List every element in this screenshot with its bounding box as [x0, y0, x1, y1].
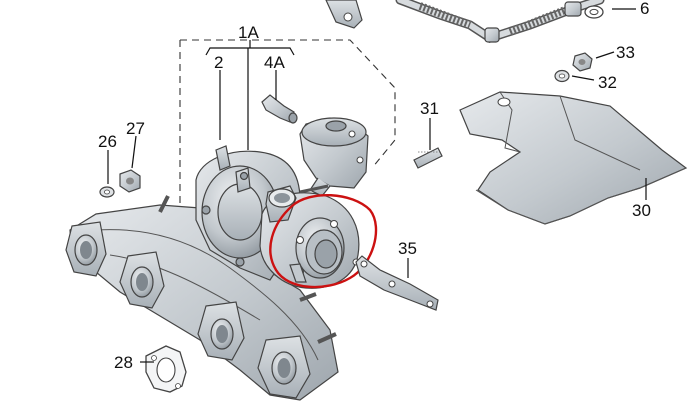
stud-31: [413, 147, 443, 169]
callout-4a: 4A: [264, 53, 285, 72]
oil-supply-pipe: [395, 0, 605, 43]
connector-4a: [261, 94, 298, 124]
washer-26: [99, 186, 115, 198]
callout-1a: 1A: [238, 23, 259, 42]
leader-lines: [107, 8, 647, 363]
manifold-flange-2: [119, 251, 165, 309]
heat-shield-30: [459, 91, 688, 225]
callout-27: 27: [126, 119, 145, 138]
callout-33: 33: [616, 43, 635, 62]
callout-6: 6: [640, 0, 649, 18]
callout-32: 32: [598, 73, 617, 92]
callout-31: 31: [420, 99, 439, 118]
wastegate-actuator: [299, 117, 369, 197]
bracket-35: [355, 255, 439, 311]
nut-33: [572, 52, 593, 72]
callout-28: 28: [114, 353, 133, 372]
callout-2: 2: [214, 53, 223, 72]
manifold-flange-3: [197, 301, 245, 361]
turbocharger: [195, 145, 360, 289]
exhaust-manifold: [65, 195, 339, 401]
callout-26: 26: [98, 132, 117, 151]
nut-27: [119, 169, 141, 193]
manifold-flange-4: [257, 335, 311, 399]
callout-35: 35: [398, 239, 417, 258]
callout-30: 30: [632, 201, 651, 220]
gasket-28: [145, 345, 187, 393]
bracket-top: [325, 0, 363, 29]
assembly-boundary: [179, 39, 396, 210]
manifold-flange-1: [65, 221, 107, 277]
highlight-circle: [269, 194, 378, 289]
washer-32: [554, 69, 570, 83]
